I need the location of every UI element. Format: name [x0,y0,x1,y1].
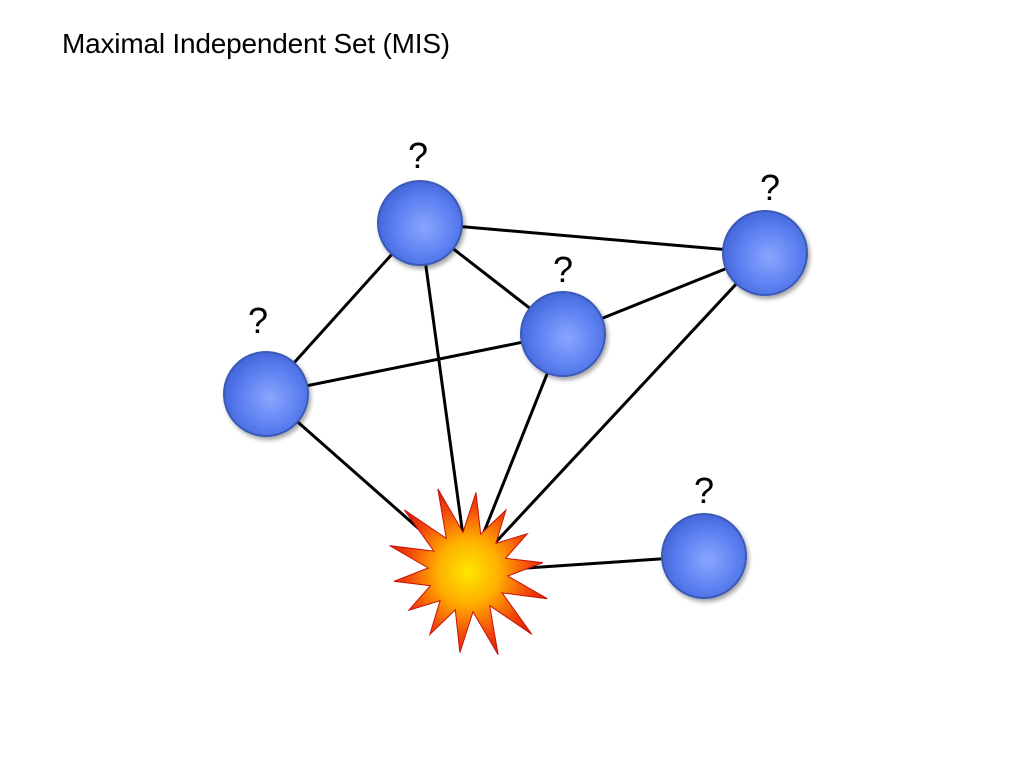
graph-node-n3 [520,291,606,377]
node-label-n2: ? [760,167,780,208]
edge-n1-n6 [418,222,470,573]
edge-n1-n2 [419,221,766,255]
graph-node-n2 [722,210,808,296]
edge-n2-n6 [466,251,767,574]
node-labels: ????? [248,135,780,511]
nodes [223,180,808,655]
node-label-n4: ? [248,300,268,341]
graph-node-n1 [377,180,463,266]
graph-node-n4 [223,351,309,437]
slide-title: Maximal Independent Set (MIS) [62,28,450,59]
explosion-icon [389,488,548,655]
node-label-n3: ? [553,249,573,290]
edge-n3-n4 [265,332,564,396]
node-label-n1: ? [408,135,428,176]
graph-node-n5 [661,513,747,599]
node-label-n5: ? [694,470,714,511]
